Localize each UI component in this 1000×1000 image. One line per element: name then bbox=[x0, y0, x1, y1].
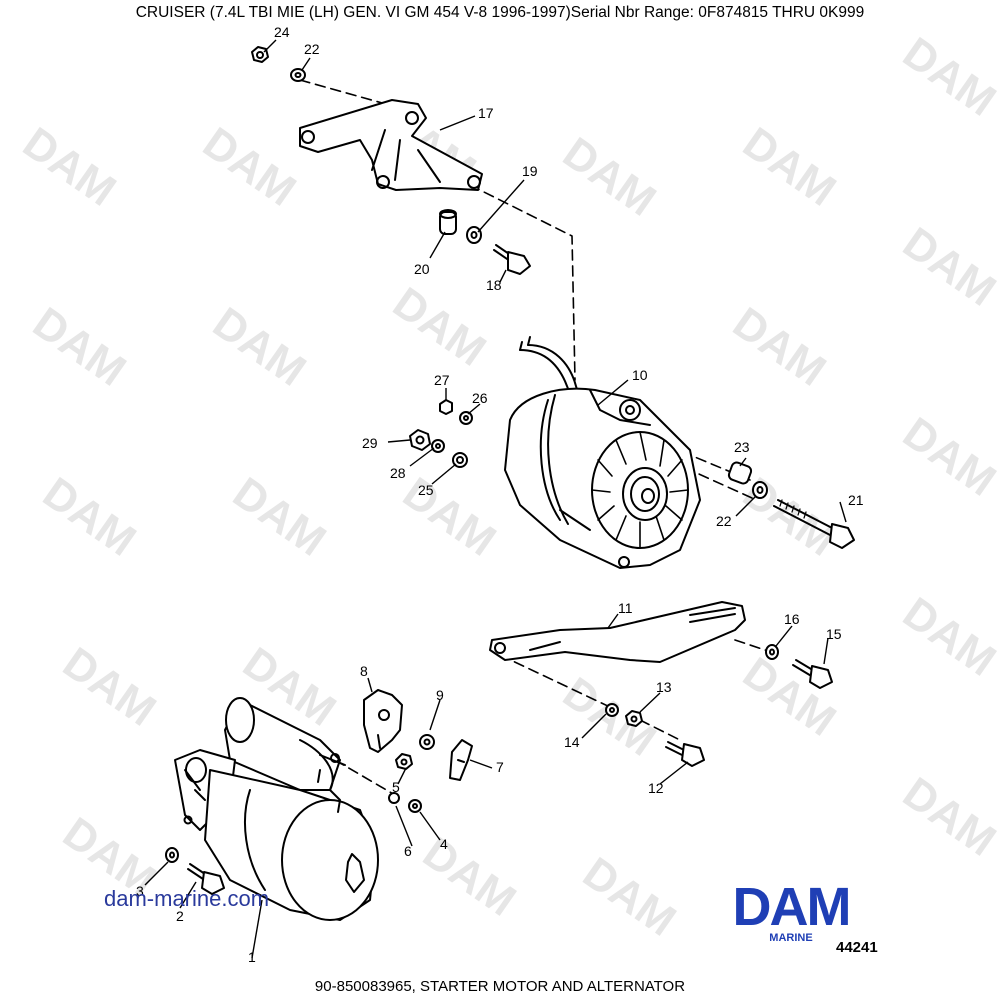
watermark-text: DAM bbox=[894, 588, 1000, 686]
callout-label: 7 bbox=[496, 759, 504, 775]
diagram-caption: 90-850083965, STARTER MOTOR AND ALTERNAT… bbox=[314, 978, 686, 995]
watermark-text: DAM bbox=[204, 298, 314, 396]
callout-label: 3 bbox=[136, 883, 144, 899]
bolt-15-shape bbox=[792, 659, 833, 689]
washer-16-shape bbox=[765, 644, 779, 660]
watermark-text: DAM bbox=[554, 668, 664, 766]
watermark-layer: DAM DAM DAM DAM DAM DAM DAM DAM DAM DAM … bbox=[14, 28, 1000, 946]
callout-label: 25 bbox=[418, 482, 434, 498]
alternator-10-shape bbox=[504, 336, 701, 569]
callout-leader-lines bbox=[144, 39, 847, 959]
terminal-7-shape bbox=[449, 739, 473, 781]
watermark-text: DAM bbox=[384, 278, 494, 376]
watermark-text: DAM bbox=[414, 828, 524, 926]
watermark-text: DAM bbox=[894, 218, 1000, 316]
spacer-20-shape bbox=[439, 209, 457, 235]
nut-27-shape bbox=[439, 399, 453, 415]
callout-label: 5 bbox=[392, 779, 400, 795]
washer-3-shape bbox=[165, 847, 179, 863]
callout-label: 29 bbox=[362, 435, 378, 451]
starter-motor-1-shape bbox=[174, 697, 379, 921]
watermark-text: DAM bbox=[734, 118, 844, 216]
callout-label: 12 bbox=[648, 780, 664, 796]
washer-22-top-shape bbox=[290, 68, 306, 82]
nut-24-shape bbox=[251, 46, 269, 63]
washer-26-shape bbox=[459, 411, 473, 425]
callout-label: 26 bbox=[472, 390, 488, 406]
washer-14-shape bbox=[605, 703, 619, 717]
solenoid-bracket-8-shape bbox=[363, 689, 403, 753]
watermark-text: DAM bbox=[894, 28, 1000, 126]
watermark-text: DAM bbox=[574, 848, 684, 946]
bolt-12-shape bbox=[665, 741, 705, 767]
callout-label: 2 bbox=[176, 908, 184, 924]
callout-label: 16 bbox=[784, 611, 800, 627]
logo-main-text: DAM bbox=[732, 877, 852, 937]
bolt-18-shape bbox=[493, 244, 531, 275]
watermark-text: DAM bbox=[24, 298, 134, 396]
callout-label: 9 bbox=[436, 687, 444, 703]
mounting-bracket-17-shape bbox=[299, 99, 483, 191]
spacer-23-shape bbox=[727, 461, 753, 485]
callout-label: 13 bbox=[656, 679, 672, 695]
page-title: CRUISER (7.4L TBI MIE (LH) GEN. VI GM 45… bbox=[135, 4, 865, 21]
watermark-text: DAM bbox=[894, 768, 1000, 866]
callout-label: 28 bbox=[390, 465, 406, 481]
callout-label: 19 bbox=[522, 163, 538, 179]
watermark-text: DAM bbox=[734, 648, 844, 746]
bolt-21-shape bbox=[773, 499, 855, 549]
watermark-text: DAM bbox=[894, 408, 1000, 506]
callout-label: 22 bbox=[716, 513, 732, 529]
callout-label: 21 bbox=[848, 492, 864, 508]
watermark-text: DAM bbox=[554, 128, 664, 226]
callout-label: 18 bbox=[486, 277, 502, 293]
website-watermark: dam-marine.com bbox=[104, 886, 270, 911]
figure-number: 44241 bbox=[836, 939, 878, 956]
nut-25-shape bbox=[452, 452, 468, 468]
watermark-text: DAM bbox=[734, 468, 844, 566]
callout-label: 6 bbox=[404, 843, 412, 859]
watermark-text: DAM bbox=[34, 468, 144, 566]
callout-label: 17 bbox=[478, 105, 494, 121]
callout-label: 11 bbox=[618, 600, 633, 616]
callout-label: 20 bbox=[414, 261, 430, 277]
watermark-text: DAM bbox=[194, 118, 304, 216]
washer-22-right-shape bbox=[752, 481, 768, 499]
callout-label: 1 bbox=[248, 949, 256, 965]
callout-label: 23 bbox=[734, 439, 750, 455]
watermark-text: DAM bbox=[724, 298, 834, 396]
washer-9-shape bbox=[419, 734, 435, 750]
callout-label: 15 bbox=[826, 626, 842, 642]
adjusting-bracket-11-shape bbox=[489, 601, 746, 663]
watermark-text: DAM bbox=[224, 468, 334, 566]
callout-label: 10 bbox=[632, 367, 648, 383]
logo-sub-text: MARINE bbox=[769, 932, 813, 944]
bolt-2-shape bbox=[187, 863, 225, 895]
callout-label: 14 bbox=[564, 734, 580, 750]
callout-label: 8 bbox=[360, 663, 368, 679]
callout-label: 22 bbox=[304, 41, 320, 57]
washer-19-shape bbox=[466, 226, 482, 244]
nut-4-shape bbox=[408, 799, 422, 813]
nut-13-shape bbox=[625, 710, 643, 727]
nut-29-shape bbox=[409, 429, 431, 451]
callout-labels: 1 2 3 4 5 6 7 8 9 10 11 12 13 14 15 16 1… bbox=[136, 24, 864, 965]
washer-28-shape bbox=[431, 439, 445, 453]
watermark-text: DAM bbox=[394, 468, 504, 566]
nut-5-shape bbox=[395, 753, 413, 770]
washer-6-shape bbox=[388, 792, 400, 804]
callout-label: 27 bbox=[434, 372, 450, 388]
callout-label: 4 bbox=[440, 836, 448, 852]
dam-marine-logo: DAM MARINE bbox=[716, 880, 866, 944]
callout-label: 24 bbox=[274, 24, 290, 40]
watermark-text: DAM bbox=[54, 638, 164, 736]
watermark-text: DAM bbox=[14, 118, 124, 216]
